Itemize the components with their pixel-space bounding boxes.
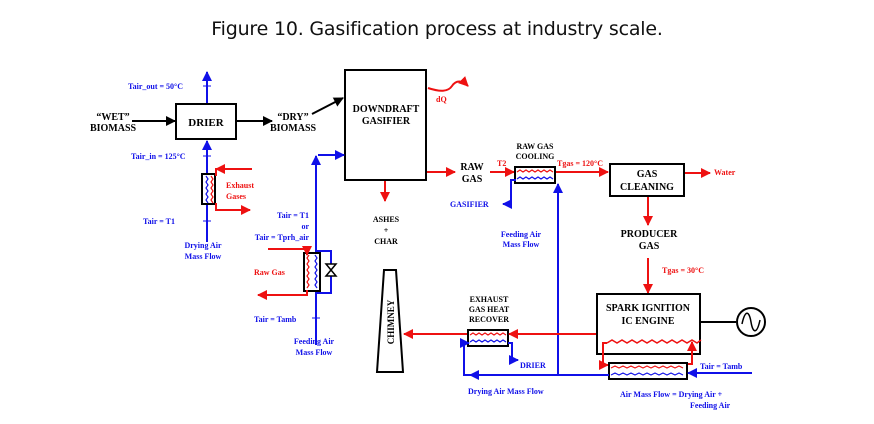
dq-label: dQ — [436, 95, 447, 104]
gasifier-label-2: GASIFIER — [362, 116, 411, 127]
raw-gas-label-2: GAS — [462, 174, 483, 185]
raw-gas-out-arrow — [257, 290, 308, 300]
drying-air-to-drier-arrow — [508, 342, 519, 365]
t2-label: T2 — [497, 159, 506, 168]
water-label: Water — [714, 168, 736, 177]
drying-air-into-hr-arrow — [460, 338, 470, 376]
heat-loss-arrow — [427, 76, 469, 92]
gas-cleaning-label: GAS — [637, 169, 658, 180]
exhaust-gas-heat-recover-exchanger — [467, 329, 509, 347]
drying-air-bottom-label: Drying Air Mass Flow — [468, 387, 544, 396]
air-preheater — [303, 252, 321, 292]
air-mass-flow-label-2: Feeding Air — [690, 401, 731, 410]
preheater-air-coil — [314, 254, 318, 289]
figure-number: Figure 10 — [211, 18, 298, 40]
ashes-label: ASHES — [373, 215, 400, 224]
figure-caption: Figure 10. Gasification process at indus… — [0, 18, 874, 40]
drying-air-label: Drying Air — [184, 241, 222, 250]
engine-label: SPARK IGNITION — [606, 303, 691, 314]
char-label: CHAR — [374, 237, 398, 246]
raw-gas-cooling-exchanger — [514, 166, 556, 184]
chimney-label: CHIMNEY — [386, 299, 396, 344]
spark-ignition-engine-block — [596, 293, 701, 355]
hx-gas-coil — [210, 175, 214, 204]
gasifier-return-label: GASIFIER — [450, 200, 489, 209]
dry-biomass-label: “DRY” — [277, 112, 308, 123]
gasifier-label: DOWNDRAFT — [353, 104, 420, 115]
wet-biomass-label: “WET” — [96, 112, 129, 123]
tgas-120-label: Tgas = 120°C — [557, 159, 603, 168]
raw-gas-cooling-label-2: COOLING — [516, 152, 555, 161]
ehr-gas-coil — [469, 332, 507, 336]
exhaust-hr-label: EXHAUST — [470, 295, 509, 304]
raw-gas-small-label: Raw Gas — [254, 268, 285, 277]
drying-air-label-2: Mass Flow — [185, 252, 222, 261]
engine-coolant-coil — [606, 339, 702, 344]
tair-tprh-label: Tair = Tprh_air — [255, 233, 310, 242]
preheater-gas-coil — [306, 254, 310, 289]
downdraft-gasifier-block — [344, 69, 427, 181]
exhaust-gases-label: Exhaust — [226, 181, 254, 190]
exhaust-gases-label-2: Gases — [226, 192, 246, 201]
drier-block — [175, 103, 237, 140]
feeding-air-left-label-2: Mass Flow — [296, 348, 333, 357]
exhaust-gases-in-arrow — [215, 168, 252, 176]
lower-hx-air-coil — [610, 372, 684, 376]
tair-out-label: Tair_out = 50°C — [128, 82, 183, 91]
ac-sine-icon — [741, 312, 761, 332]
exhaust-gases-out-arrow — [215, 203, 251, 215]
gas-cleaning-label-2: CLEANING — [620, 182, 674, 193]
engine-label-2: IC ENGINE — [621, 316, 674, 327]
engine-coolant-down — [599, 342, 609, 370]
wet-biomass-label-2: BIOMASS — [90, 123, 137, 134]
tair-tamb-left-label: Tair = Tamb — [254, 315, 297, 324]
gasifier-air-return-arrow — [502, 182, 512, 209]
raw-gas-label: RAW — [460, 162, 483, 173]
feeding-air-left-label: Feeding Air — [294, 337, 335, 346]
exhaust-hr-label-3: RECOVER — [469, 315, 509, 324]
gas-cleaning-block — [609, 163, 685, 197]
drier-label: DRIER — [188, 117, 225, 129]
producer-gas-label-2: GAS — [639, 241, 660, 252]
drier-return-label: DRIER — [520, 361, 546, 370]
dry-biomass-to-gasifier-arrow — [311, 97, 344, 115]
raw-gas-in-arrow — [268, 246, 312, 256]
tair-t1-mid-label: Tair = T1 — [277, 211, 309, 220]
tair-t1-left-label: Tair = T1 — [143, 217, 175, 226]
or-label: or — [301, 222, 309, 231]
lower-hx-gas-coil — [610, 365, 684, 369]
raw-gas-cooling-label: RAW GAS — [517, 142, 555, 151]
feeding-air-mid-label: Feeding Air — [501, 230, 542, 239]
ashes-plus-label: + — [384, 226, 389, 235]
bypass-valve-icon — [324, 263, 338, 277]
heated-air-main-line — [557, 373, 609, 376]
tair-tamb-right-label: Tair = Tamb — [700, 362, 743, 371]
cooling-air-link — [510, 179, 516, 182]
engine-air-heat-exchanger — [608, 362, 688, 380]
chimney-block — [375, 269, 405, 373]
ehr-air-coil — [469, 339, 507, 343]
air-mass-flow-label: Air Mass Flow = Drying Air + — [620, 390, 723, 399]
exhaust-hr-label-2: GAS HEAT — [469, 305, 510, 314]
cooling-air-coil — [516, 176, 554, 180]
feeding-air-mid-label-2: Mass Flow — [503, 240, 540, 249]
hx-air-coil — [205, 175, 209, 204]
engine-coolant-up — [687, 341, 697, 365]
cooling-gas-coil — [516, 169, 554, 173]
dry-biomass-label-2: BIOMASS — [270, 123, 317, 134]
figure-caption-text: . Gasification process at industry scale… — [297, 18, 663, 40]
tair-in-label: Tair_in = 125°C — [131, 152, 186, 161]
producer-gas-label: PRODUCER — [621, 229, 678, 240]
tgas-30-label: Tgas = 30°C — [662, 266, 704, 275]
